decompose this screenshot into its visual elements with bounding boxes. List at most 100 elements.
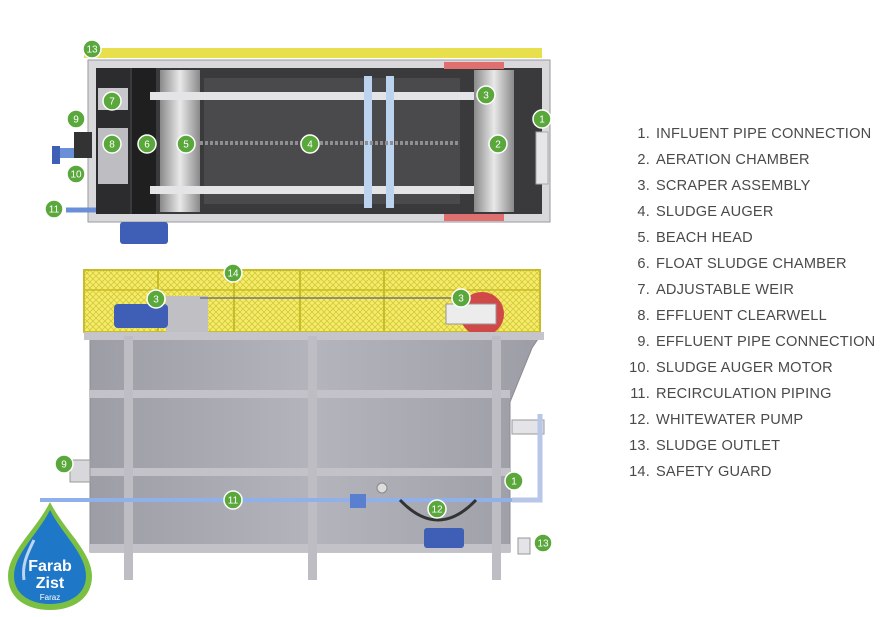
scraper-bearing — [445, 303, 497, 325]
component-legend: 1. INFLUENT PIPE CONNECTION 2. AERATION CH… — [622, 124, 875, 488]
side-view-marker-label: 12 — [431, 505, 443, 516]
legend-label: SCRAPER ASSEMBLY — [656, 178, 811, 194]
legend-item: 11. RECIRCULATION PIPING — [622, 384, 875, 410]
legend-number: 3. — [637, 178, 650, 194]
side-view-marker-3 — [146, 289, 166, 309]
side-view-marker-label: 14 — [227, 269, 239, 280]
top-view-marker-7 — [102, 91, 122, 111]
legend-item: 6. FLOAT SLUDGE CHAMBER — [622, 254, 875, 280]
legend-number: 14. — [629, 464, 650, 480]
effluent-pipe-fitting — [74, 132, 92, 158]
legend-item: 3. SCRAPER ASSEMBLY — [622, 176, 875, 202]
legend-item: 9. EFFLUENT PIPE CONNECTION — [622, 332, 875, 358]
legend-number: 9. — [637, 334, 650, 350]
legend-item: 12. WHITEWATER PUMP — [622, 410, 875, 436]
sludge-outlet-side — [517, 537, 531, 555]
legend-number: 2. — [637, 152, 650, 168]
top-view-marker-label: 1 — [539, 115, 545, 126]
legend-label: FLOAT SLUDGE CHAMBER — [656, 256, 847, 272]
legend-label: ADJUSTABLE WEIR — [656, 282, 795, 298]
top-view-marker-9 — [66, 109, 86, 129]
legend-item: 7.ADJUSTABLE WEIR — [622, 280, 875, 306]
legend-item: 8.EFFLUENT CLEARWELL — [622, 306, 875, 332]
legend-label: BEACH HEAD — [656, 230, 753, 246]
top-view-marker-label: 11 — [49, 205, 60, 216]
whitewater-pump-body — [424, 528, 464, 548]
effluent-flange-top — [52, 146, 60, 164]
legend-label: RECIRCULATION PIPING — [656, 386, 832, 402]
top-view-marker-label: 7 — [109, 97, 115, 108]
side-view-marker-3 — [451, 288, 471, 308]
scraper-motor — [114, 304, 168, 328]
side-view-marker-14 — [223, 263, 243, 283]
top-view-marker-2 — [488, 134, 508, 154]
legend-number: 10. — [629, 360, 650, 376]
legend-number: 4. — [637, 204, 650, 220]
side-view-marker-label: 3 — [153, 295, 159, 306]
tank-band-top — [90, 390, 510, 398]
legend-number: 5. — [637, 230, 650, 246]
legend-item: 14. SAFETY GUARD — [622, 462, 875, 488]
legend-number: 6. — [637, 256, 650, 272]
legend-number: 1. — [637, 126, 650, 142]
auger-motor-top — [120, 222, 168, 244]
logo-line-3: Faraz — [39, 593, 61, 602]
legend-number: 11. — [630, 386, 650, 402]
tank-post — [124, 336, 133, 580]
top-view-marker-label: 5 — [183, 140, 189, 151]
side-view-marker-11 — [223, 490, 243, 510]
top-view-marker-label: 3 — [483, 91, 489, 102]
scraper-drive-top — [444, 62, 504, 69]
legend-label: SLUDGE AUGER MOTOR — [656, 360, 833, 376]
tank-band-middle — [90, 468, 510, 476]
legend-item: 1. INFLUENT PIPE CONNECTION — [622, 124, 875, 150]
tank-post — [308, 336, 317, 580]
effluent-pipe-top — [56, 148, 86, 158]
top-view-marker-1 — [532, 109, 552, 129]
side-view-marker-label: 13 — [537, 539, 549, 550]
legend-label: SLUDGE AUGER — [656, 204, 774, 220]
legend-label: EFFLUENT CLEARWELL — [656, 308, 827, 324]
top-view-marker-label: 8 — [109, 140, 115, 151]
legend-label: EFFLUENT PIPE CONNECTION — [656, 334, 876, 350]
legend-item: 10. SLUDGE AUGER MOTOR — [622, 358, 875, 384]
drive-housing — [166, 296, 208, 332]
top-view-marker-5 — [176, 134, 196, 154]
top-view-marker-label: 2 — [495, 140, 501, 151]
logo-line-2: Zist — [35, 575, 65, 592]
side-view-marker-9 — [54, 454, 74, 474]
pump-piping — [398, 498, 478, 522]
influent-pipe-side — [512, 414, 543, 503]
legend-label: SAFETY GUARD — [656, 464, 772, 480]
top-view-marker-label: 9 — [73, 115, 79, 126]
legend-item: 5. BEACH HEAD — [622, 228, 875, 254]
tank-band-bottom — [90, 544, 510, 552]
side-view-marker-13 — [533, 533, 553, 553]
legend-item: 4. SLUDGE AUGER — [622, 202, 875, 228]
side-view-marker-12 — [427, 499, 447, 519]
legend-number: 12. — [629, 412, 650, 428]
top-view-marker-13 — [82, 39, 102, 59]
scraper-rail-top — [150, 92, 500, 100]
influent-connection-top — [535, 131, 549, 185]
scraper-drive-bottom — [444, 214, 504, 221]
legend-item: 13.SLUDGE OUTLET — [622, 436, 875, 462]
top-view-marker-11 — [44, 199, 64, 219]
legend-label: INFLUENT PIPE CONNECTION — [656, 126, 872, 142]
side-view-marker-label: 1 — [511, 477, 517, 488]
top-view-marker-8 — [102, 134, 122, 154]
legend-label: AERATION CHAMBER — [656, 152, 810, 168]
tank-post — [492, 336, 501, 580]
recirculation-valve — [350, 494, 366, 508]
top-view-marker-label: 4 — [307, 140, 313, 151]
water-drop-icon — [8, 502, 92, 610]
side-view-marker-1 — [504, 471, 524, 491]
legend-number: 13. — [629, 438, 650, 454]
top-view-marker-3 — [476, 85, 496, 105]
top-view-marker-label: 10 — [70, 170, 82, 181]
scraper-rail-bottom — [150, 186, 500, 194]
legend-label: WHITEWATER PUMP — [656, 412, 804, 428]
top-view-marker-4 — [300, 134, 320, 154]
side-view-marker-label: 9 — [61, 460, 67, 471]
